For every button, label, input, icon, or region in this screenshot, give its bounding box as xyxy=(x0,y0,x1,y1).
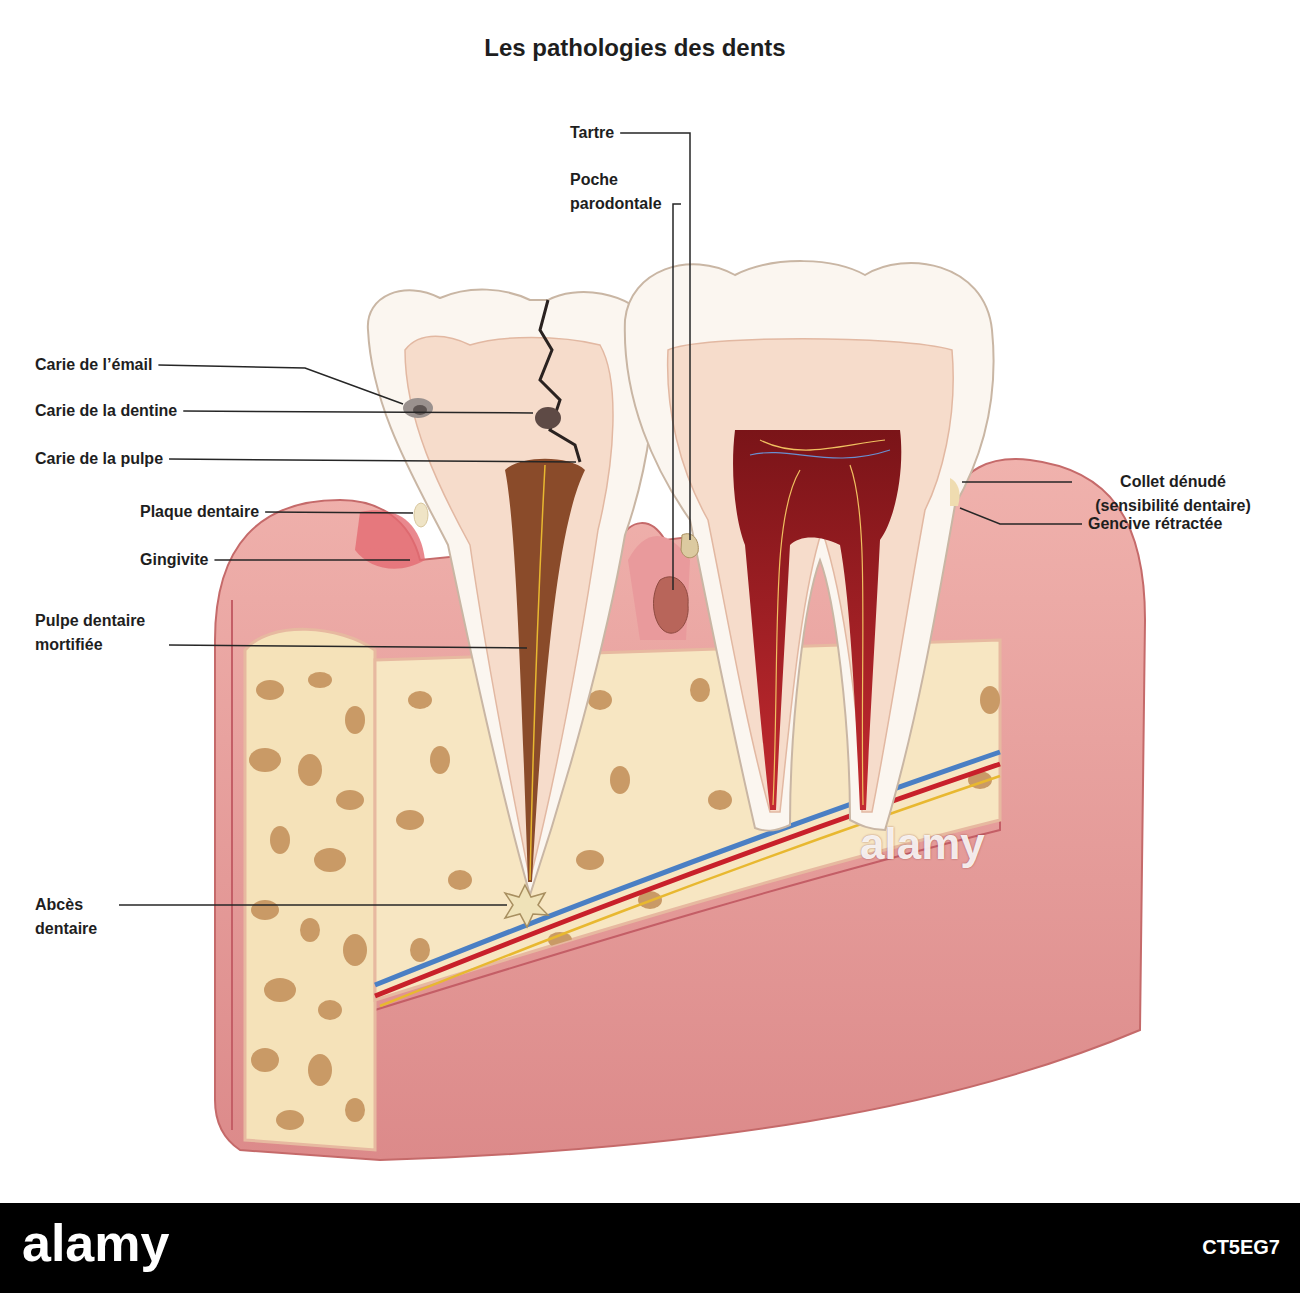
bone-cavity xyxy=(410,938,430,962)
leader-lines xyxy=(119,133,1082,905)
bone-cavity xyxy=(343,934,367,966)
pulp xyxy=(733,430,901,810)
leader-line xyxy=(119,904,507,906)
footer-logo: alamy xyxy=(22,1212,169,1274)
dentin xyxy=(405,336,613,880)
artery xyxy=(375,764,1000,996)
dead-pulp xyxy=(505,459,585,882)
bone-cavity xyxy=(298,754,322,786)
bone-cavity xyxy=(345,706,365,734)
bone-cavity xyxy=(408,691,432,709)
vein xyxy=(375,752,1000,985)
bone-cavity xyxy=(318,1000,342,1020)
leader-line xyxy=(158,365,403,404)
pulp-vessels xyxy=(750,450,890,458)
bone-front xyxy=(245,629,375,1150)
dentin xyxy=(668,339,954,812)
leader-line xyxy=(169,459,576,462)
pulp-vessels xyxy=(760,440,885,805)
bone-cavity xyxy=(256,680,284,700)
bone-cavity xyxy=(610,766,630,794)
periodontal-pocket xyxy=(654,577,689,633)
nerve xyxy=(380,776,1000,1006)
bone-cavity xyxy=(270,826,290,854)
callout-label: Gingivite xyxy=(140,548,208,572)
bone-cavity xyxy=(249,748,281,772)
dentin-decay xyxy=(535,407,561,429)
leader-line xyxy=(183,411,533,413)
plaque xyxy=(414,503,428,527)
callout-label: Carie de la pulpe xyxy=(35,447,163,471)
callout-label: Carie de l’émail xyxy=(35,353,152,377)
callout-label: Poche parodontale xyxy=(570,168,675,216)
leader-line xyxy=(673,204,681,590)
bone-cavity xyxy=(336,790,364,810)
callout-label: Tartre xyxy=(570,121,614,145)
bone-cavity xyxy=(690,678,710,702)
bone-cavity xyxy=(396,810,424,830)
bone-cavity xyxy=(276,1110,304,1130)
leader-line xyxy=(962,481,1072,483)
bone-cavity xyxy=(448,870,472,890)
decay-crack xyxy=(540,300,580,462)
image-id: CT5EG7 xyxy=(1130,1232,1280,1262)
callout-label: Carie de la dentine xyxy=(35,399,177,423)
bone-cavity xyxy=(345,1098,365,1122)
watermark: alamy xyxy=(860,818,985,871)
leader-line xyxy=(620,133,690,540)
footer-bar xyxy=(0,1203,1300,1293)
bone-cavity xyxy=(430,746,450,774)
bone-cavity xyxy=(251,1048,279,1072)
interdental-papilla xyxy=(628,536,690,640)
bone-cavity xyxy=(251,900,279,920)
exposed-neck xyxy=(950,478,960,506)
callout-label: Plaque dentaire xyxy=(140,500,259,524)
pulp-nerve xyxy=(530,465,545,880)
gum-block xyxy=(215,459,1145,1160)
enamel xyxy=(368,290,655,895)
enamel-decay-core xyxy=(413,405,427,415)
callout-label: Collet dénudé (sensibilité dentaire) xyxy=(1078,470,1268,518)
abscess xyxy=(505,885,548,927)
bone-cavity xyxy=(708,790,732,810)
bone-cavity xyxy=(264,978,296,1002)
callout-label: Pulpe dentaire mortifiée xyxy=(35,609,163,657)
bone-cavity xyxy=(308,672,332,688)
gum-tissue xyxy=(215,459,1145,1160)
bone-cavity xyxy=(588,690,612,710)
diagram-title: Les pathologies des dents xyxy=(0,30,1270,66)
bone-cavity xyxy=(308,1054,332,1086)
callout-label: Gencive rétractée xyxy=(1088,512,1222,536)
enamel xyxy=(625,261,994,831)
callout-label: Abcès dentaire xyxy=(35,893,113,941)
bone-cavity xyxy=(576,850,604,870)
bone-cavity xyxy=(460,982,480,998)
decayed-molar xyxy=(368,290,655,895)
leader-line xyxy=(214,559,410,561)
bone-cavity xyxy=(300,918,320,942)
enamel-decay xyxy=(403,398,433,418)
leader-line xyxy=(960,508,1082,524)
healthy-molar xyxy=(625,261,994,831)
leader-line xyxy=(265,512,413,513)
leader-line xyxy=(169,645,527,648)
blood-vessels xyxy=(375,752,1000,1006)
bone-cavity xyxy=(314,848,346,872)
bone-cavity xyxy=(980,686,1000,714)
gum-overlays xyxy=(355,510,698,927)
